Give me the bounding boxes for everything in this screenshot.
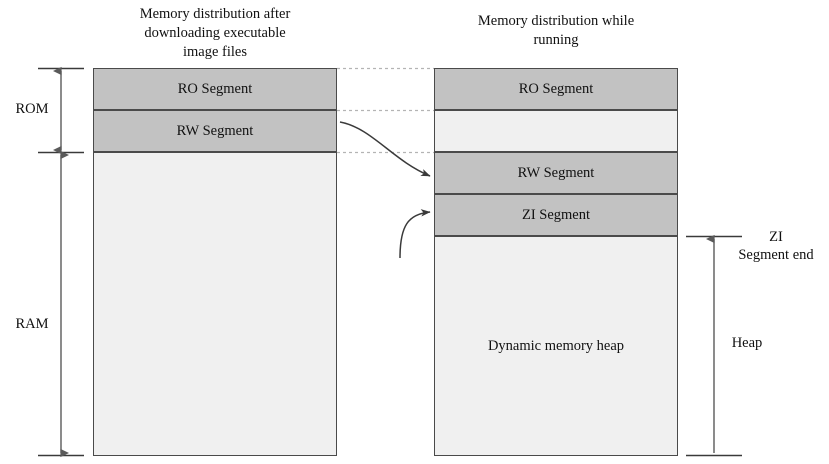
left-block-ro-segment-label: RO Segment: [177, 80, 253, 97]
dotted-connectors: [337, 67, 434, 154]
right-block-zi-segment: ZI Segment: [434, 194, 678, 236]
right-block-dynamic-memory-heap-label: Dynamic memory heap: [487, 337, 625, 354]
zi-segment-end-label: ZI Segment end: [726, 228, 826, 264]
left-block-rw-segment: RW Segment: [93, 110, 337, 152]
heap-bracket: [686, 234, 742, 457]
right-block-ro-segment-label: RO Segment: [518, 80, 594, 97]
left-block-ro-segment: RO Segment: [93, 68, 337, 110]
heap-label: Heap: [731, 335, 763, 351]
ram-label: RAM: [15, 316, 49, 332]
right-block-rw-segment: RW Segment: [434, 152, 678, 194]
right-block-zi-segment-label: ZI Segment: [521, 206, 591, 223]
curved-arrow-rw: [339, 121, 431, 177]
left-block-rw-segment-label: RW Segment: [176, 122, 254, 139]
rom-label: ROM: [15, 101, 49, 117]
heading-right-line2: running: [533, 32, 579, 48]
zi-segment-end-line2: Segment end: [738, 247, 814, 263]
heading-right: Memory distribution while running: [434, 12, 678, 50]
heading-right-line1: Memory distribution while: [477, 13, 635, 29]
ram-bracket: [38, 150, 84, 458]
right-block-ro-segment: RO Segment: [434, 68, 678, 110]
right-block-dynamic-memory-heap: Dynamic memory heap: [434, 236, 678, 456]
right-block-gap: [434, 110, 678, 152]
zi-segment-end-line1: ZI: [769, 229, 783, 245]
heading-left-line1: Memory distribution after: [139, 6, 291, 22]
right-block-rw-segment-label: RW Segment: [517, 164, 595, 181]
heading-left: Memory distribution after downloading ex…: [93, 5, 337, 62]
left-block-free-ram: [93, 152, 337, 456]
curved-arrow-zi: [399, 209, 431, 259]
heading-left-line2: downloading executable: [144, 25, 286, 41]
heading-left-line3: image files: [182, 44, 248, 60]
